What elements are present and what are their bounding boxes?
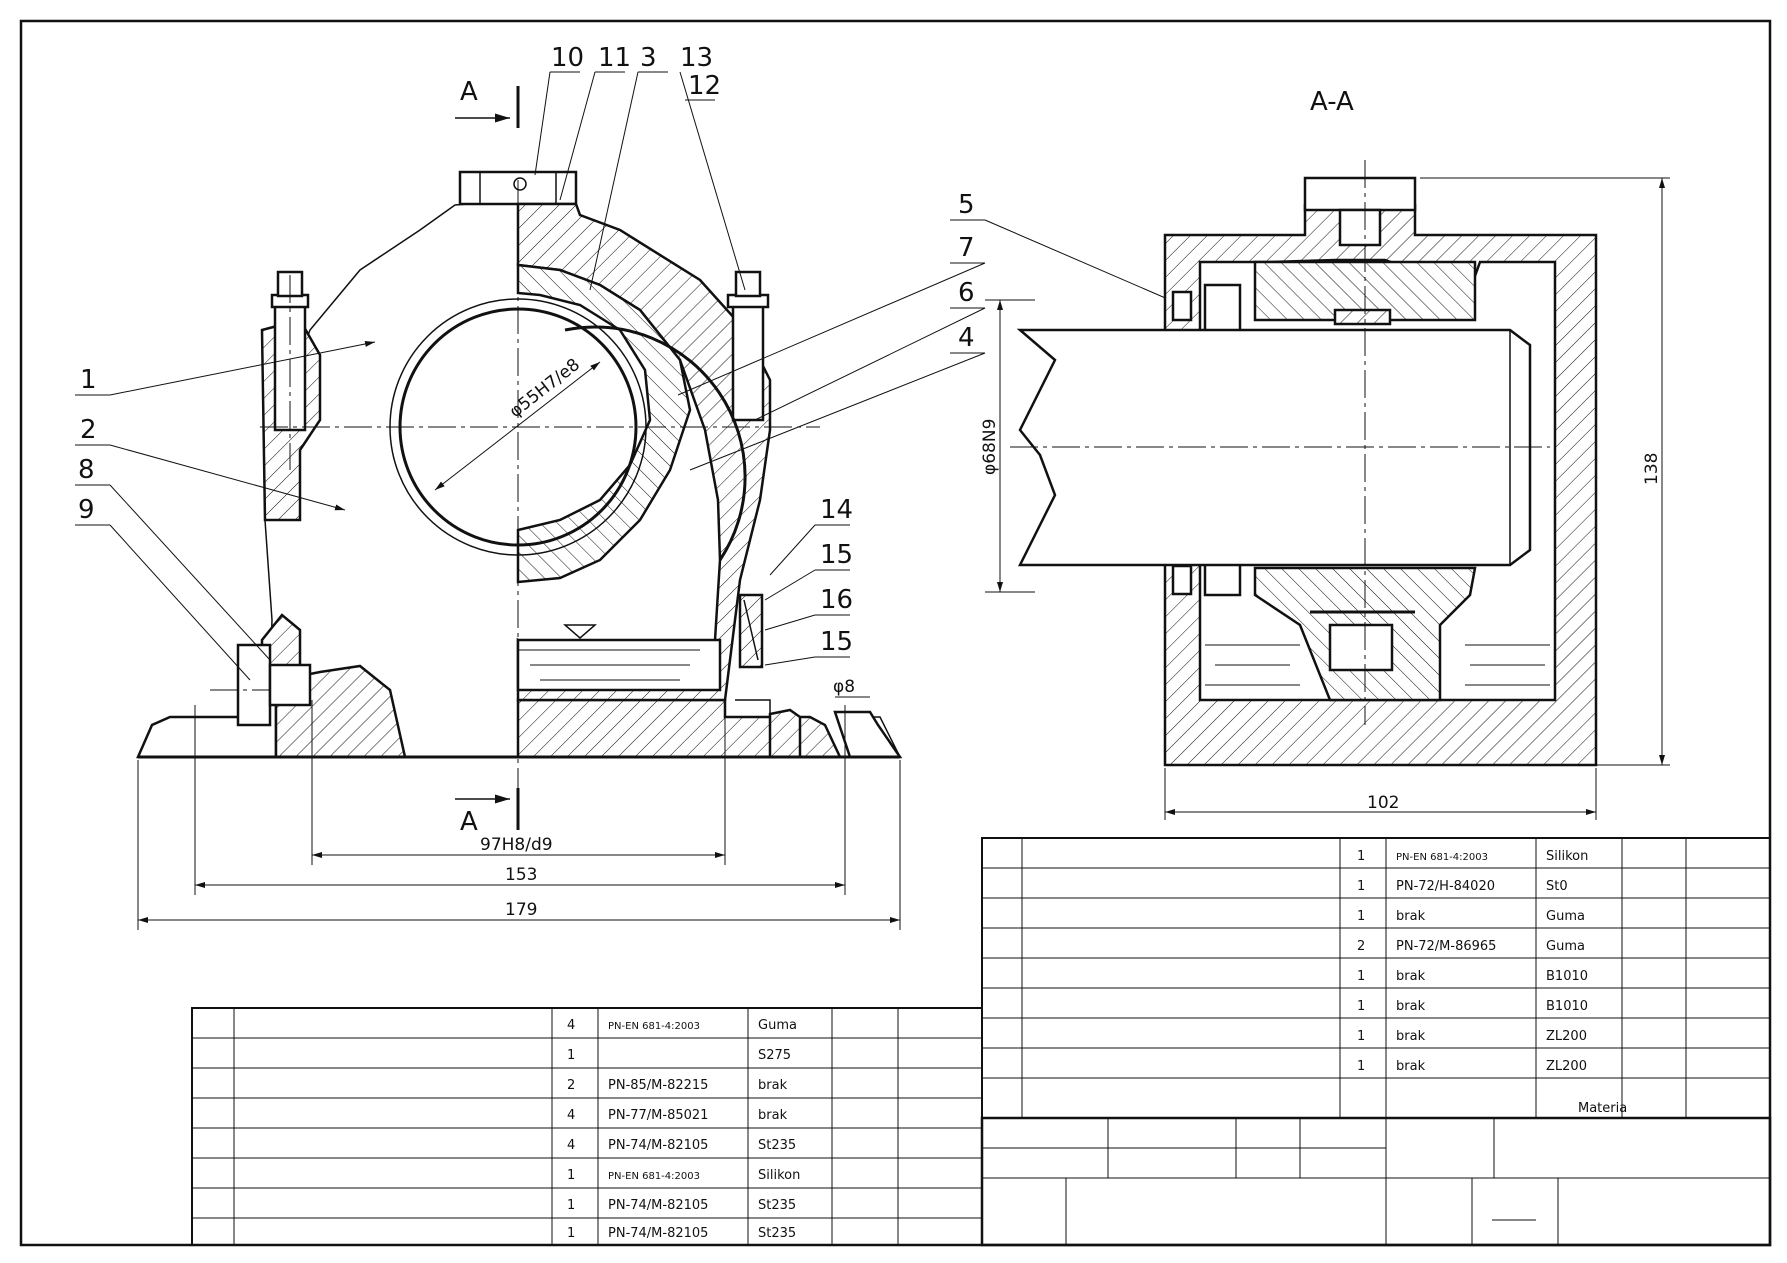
svg-text:11: 11 <box>598 43 631 73</box>
right-row-1-mat: Silikon <box>1546 849 1588 864</box>
dim-hole: φ8 <box>833 677 855 697</box>
left-row-4-std: PN-77/M-85021 <box>608 1108 708 1123</box>
part-label-15a: 15 <box>764 540 853 601</box>
right-row-1-qty: 1 <box>1357 849 1365 864</box>
left-row-6-qty: 1 <box>567 1168 575 1183</box>
title-block <box>980 1116 1772 1247</box>
right-row-6-mat: B1010 <box>1546 999 1588 1014</box>
right-row-5-mat: B1010 <box>1546 969 1588 984</box>
right-row-7-mat: ZL200 <box>1546 1029 1587 1044</box>
left-row-3-qty: 2 <box>567 1078 575 1093</box>
dim-bore: φ55H7/e8 <box>506 355 584 422</box>
part-label-14: 14 <box>769 495 853 576</box>
left-row-7-std: PN-74/M-82105 <box>608 1198 708 1213</box>
left-row-7-mat: St235 <box>758 1198 796 1213</box>
svg-text:9: 9 <box>78 495 95 525</box>
left-row-5-mat: St235 <box>758 1138 796 1153</box>
dim-width-section: 102 <box>1367 793 1399 813</box>
left-row-8-mat: St235 <box>758 1226 796 1241</box>
part-label-6: 6 <box>754 278 986 421</box>
right-row-3-mat: Guma <box>1546 909 1585 924</box>
right-row-8-qty: 1 <box>1357 1059 1365 1074</box>
left-row-8-std: PN-74/M-82105 <box>608 1226 708 1241</box>
svg-text:7: 7 <box>958 233 975 263</box>
front-view: A A φ55H7/e8 97H8/d9 153 179 φ8 10 11 <box>75 43 1171 930</box>
part-label-1: 1 <box>75 341 376 396</box>
right-row-4-qty: 2 <box>1357 939 1365 954</box>
left-row-6-mat: Silikon <box>758 1168 800 1183</box>
dim-fit-base: 97H8/d9 <box>480 835 553 855</box>
right-row-3-std: brak <box>1396 909 1426 924</box>
parts-list-left: 4 PN-EN 681-4:2003 Guma 1 S275 2 PN-85/M… <box>191 1007 983 1246</box>
svg-text:14: 14 <box>820 495 853 525</box>
right-row-4-std: PN-72/M-86965 <box>1396 939 1496 954</box>
left-row-2-mat: S275 <box>758 1048 791 1063</box>
part-label-16: 16 <box>764 585 853 631</box>
right-row-2-mat: St0 <box>1546 879 1568 894</box>
left-row-1-mat: Guma <box>758 1018 797 1033</box>
right-row-6-qty: 1 <box>1357 999 1365 1014</box>
dim-height: 138 <box>1642 453 1662 485</box>
part-label-5: 5 <box>950 190 1171 301</box>
section-mark-bottom: A <box>460 807 478 837</box>
left-row-4-qty: 4 <box>567 1108 575 1123</box>
right-row-5-qty: 1 <box>1357 969 1365 984</box>
dim-overall-length: 179 <box>505 900 537 920</box>
svg-text:5: 5 <box>958 190 975 220</box>
material-header: Materia <box>1578 1101 1627 1116</box>
part-label-8: 8 <box>75 455 271 661</box>
right-row-2-std: PN-72/H-84020 <box>1396 879 1495 894</box>
svg-text:4: 4 <box>958 323 975 353</box>
section-mark-top: A <box>460 77 478 107</box>
right-row-2-qty: 1 <box>1357 879 1365 894</box>
left-row-5-qty: 4 <box>567 1138 575 1153</box>
left-row-8-qty: 1 <box>567 1226 575 1241</box>
right-row-5-std: brak <box>1396 969 1426 984</box>
left-row-5-std: PN-74/M-82105 <box>608 1138 708 1153</box>
part-label-9: 9 <box>75 495 251 681</box>
left-row-6-std: PN-EN 681-4:2003 <box>608 1171 700 1182</box>
part-label-4: 4 <box>689 323 986 471</box>
right-row-3-qty: 1 <box>1357 909 1365 924</box>
dim-bolt-spacing: 153 <box>505 865 537 885</box>
parts-list-right: 1 PN-EN 681-4:2003 Silikon 1 PN-72/H-840… <box>981 837 1771 1119</box>
left-row-1-qty: 4 <box>567 1018 575 1033</box>
svg-text:2: 2 <box>80 415 97 445</box>
section-view-a-a: A-A φ68N9 138 <box>980 87 1670 820</box>
svg-text:3: 3 <box>640 43 657 73</box>
section-title: A-A <box>1310 87 1354 117</box>
part-label-7: 7 <box>677 233 986 396</box>
svg-text:1: 1 <box>80 365 97 395</box>
svg-text:13: 13 <box>680 43 713 73</box>
part-label-13: 13 <box>679 43 746 291</box>
dim-shaft: φ68N9 <box>980 419 1000 475</box>
right-row-8-mat: ZL200 <box>1546 1059 1587 1074</box>
left-row-7-qty: 1 <box>567 1198 575 1213</box>
right-row-1-std: PN-EN 681-4:2003 <box>1396 852 1488 863</box>
right-row-7-qty: 1 <box>1357 1029 1365 1044</box>
left-row-3-mat: brak <box>758 1078 788 1093</box>
svg-text:12: 12 <box>688 71 721 101</box>
right-row-8-std: brak <box>1396 1059 1426 1074</box>
right-row-7-std: brak <box>1396 1029 1426 1044</box>
left-row-2-qty: 1 <box>567 1048 575 1063</box>
svg-text:10: 10 <box>551 43 584 73</box>
part-label-3: 3 <box>589 43 668 291</box>
left-row-4-mat: brak <box>758 1108 788 1123</box>
left-row-3-std: PN-85/M-82215 <box>608 1078 708 1093</box>
part-label-12: 12 <box>685 71 721 101</box>
left-row-1-std: PN-EN 681-4:2003 <box>608 1021 700 1032</box>
svg-text:6: 6 <box>958 278 975 308</box>
svg-text:8: 8 <box>78 455 95 485</box>
part-label-11: 11 <box>559 43 631 201</box>
svg-text:15: 15 <box>820 540 853 570</box>
svg-text:15: 15 <box>820 627 853 657</box>
right-row-4-mat: Guma <box>1546 939 1585 954</box>
part-label-15b: 15 <box>764 627 853 666</box>
right-row-6-std: brak <box>1396 999 1426 1014</box>
part-label-10: 10 <box>534 43 584 176</box>
svg-text:16: 16 <box>820 585 853 615</box>
part-label-2: 2 <box>75 415 346 511</box>
